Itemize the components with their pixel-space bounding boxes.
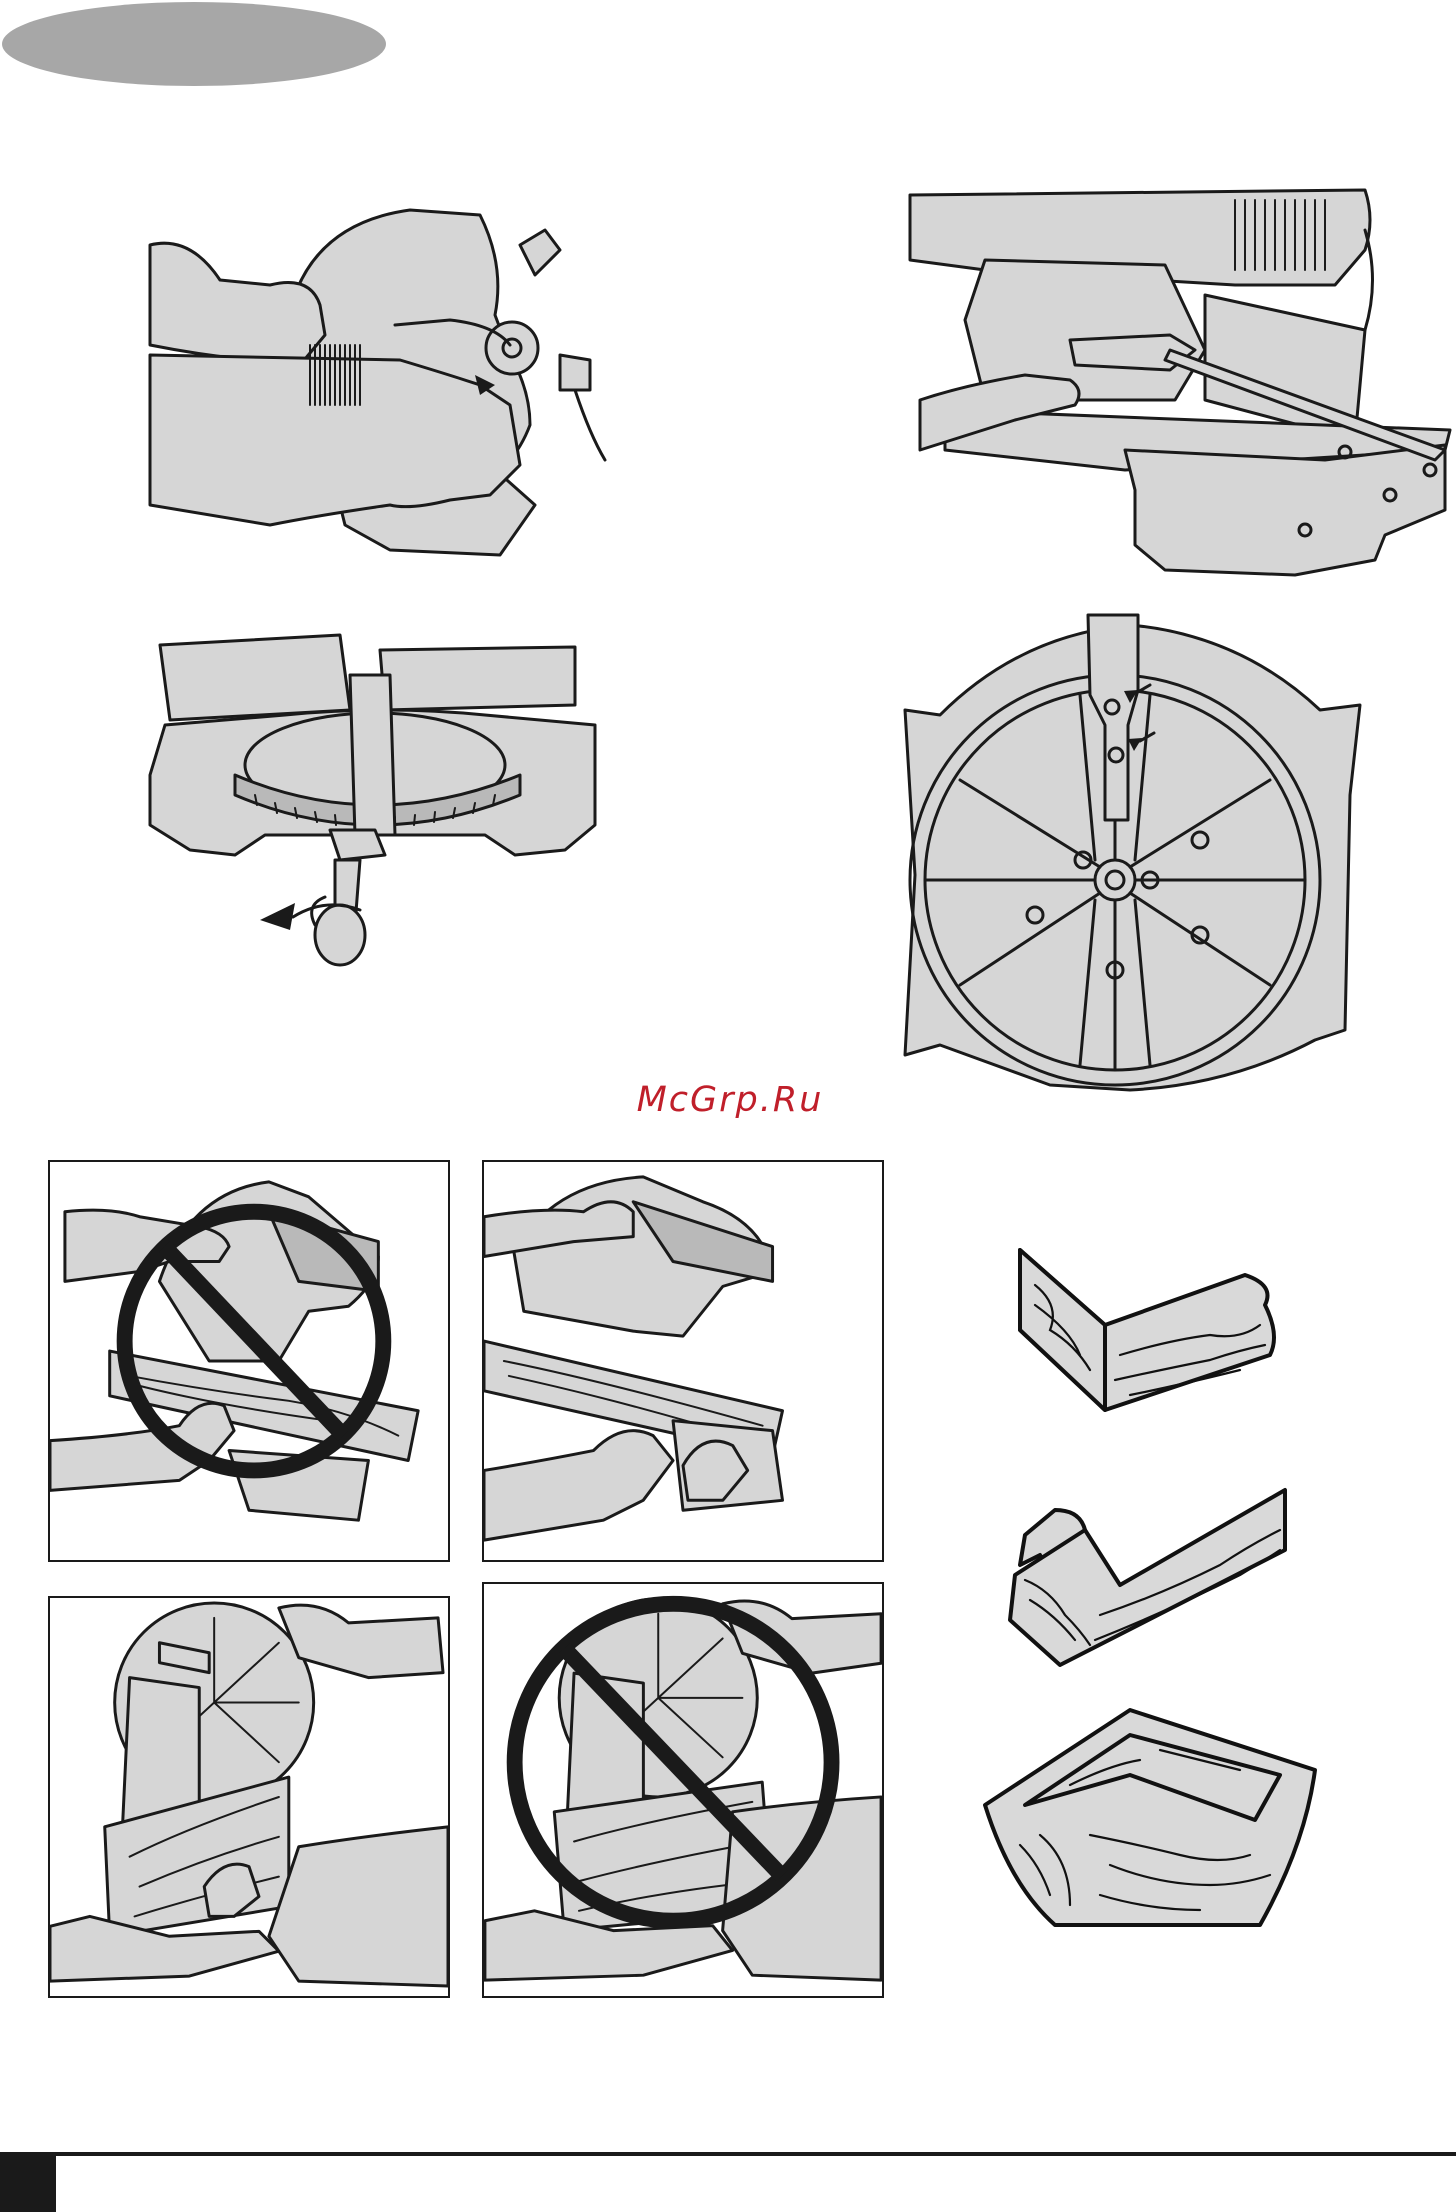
page-number-block bbox=[0, 2154, 56, 2212]
fence-square-check-illustration bbox=[905, 190, 1450, 580]
prohibited-bevel-illustration bbox=[482, 1582, 884, 1998]
footer-rule bbox=[0, 2152, 1456, 2156]
saw-guard-adjust-illustration bbox=[150, 205, 620, 575]
section-tab bbox=[2, 2, 386, 86]
watermark: McGrp.Ru bbox=[580, 1080, 880, 1120]
correct-cut-illustration bbox=[482, 1160, 884, 1562]
miter-table-lock-illustration bbox=[145, 635, 605, 980]
blade-guard-screws-illustration bbox=[900, 615, 1362, 1110]
correct-bevel-illustration bbox=[48, 1596, 450, 1998]
prohibited-cut-illustration bbox=[48, 1160, 450, 1562]
wood-joints-illustration bbox=[980, 1245, 1335, 1925]
